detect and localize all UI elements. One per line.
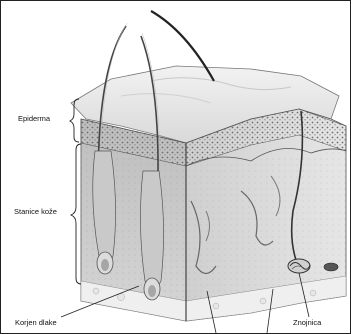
hair-root-label: Korjen dlake <box>15 319 57 327</box>
epidermis-label: Epiderma <box>18 115 50 123</box>
skin-cells-label: Stanice kože <box>14 208 57 216</box>
skin-cells-bracket <box>71 144 81 284</box>
sweat-gland-label: Znojnica <box>293 319 321 327</box>
sweat-gland-coil <box>288 259 310 273</box>
